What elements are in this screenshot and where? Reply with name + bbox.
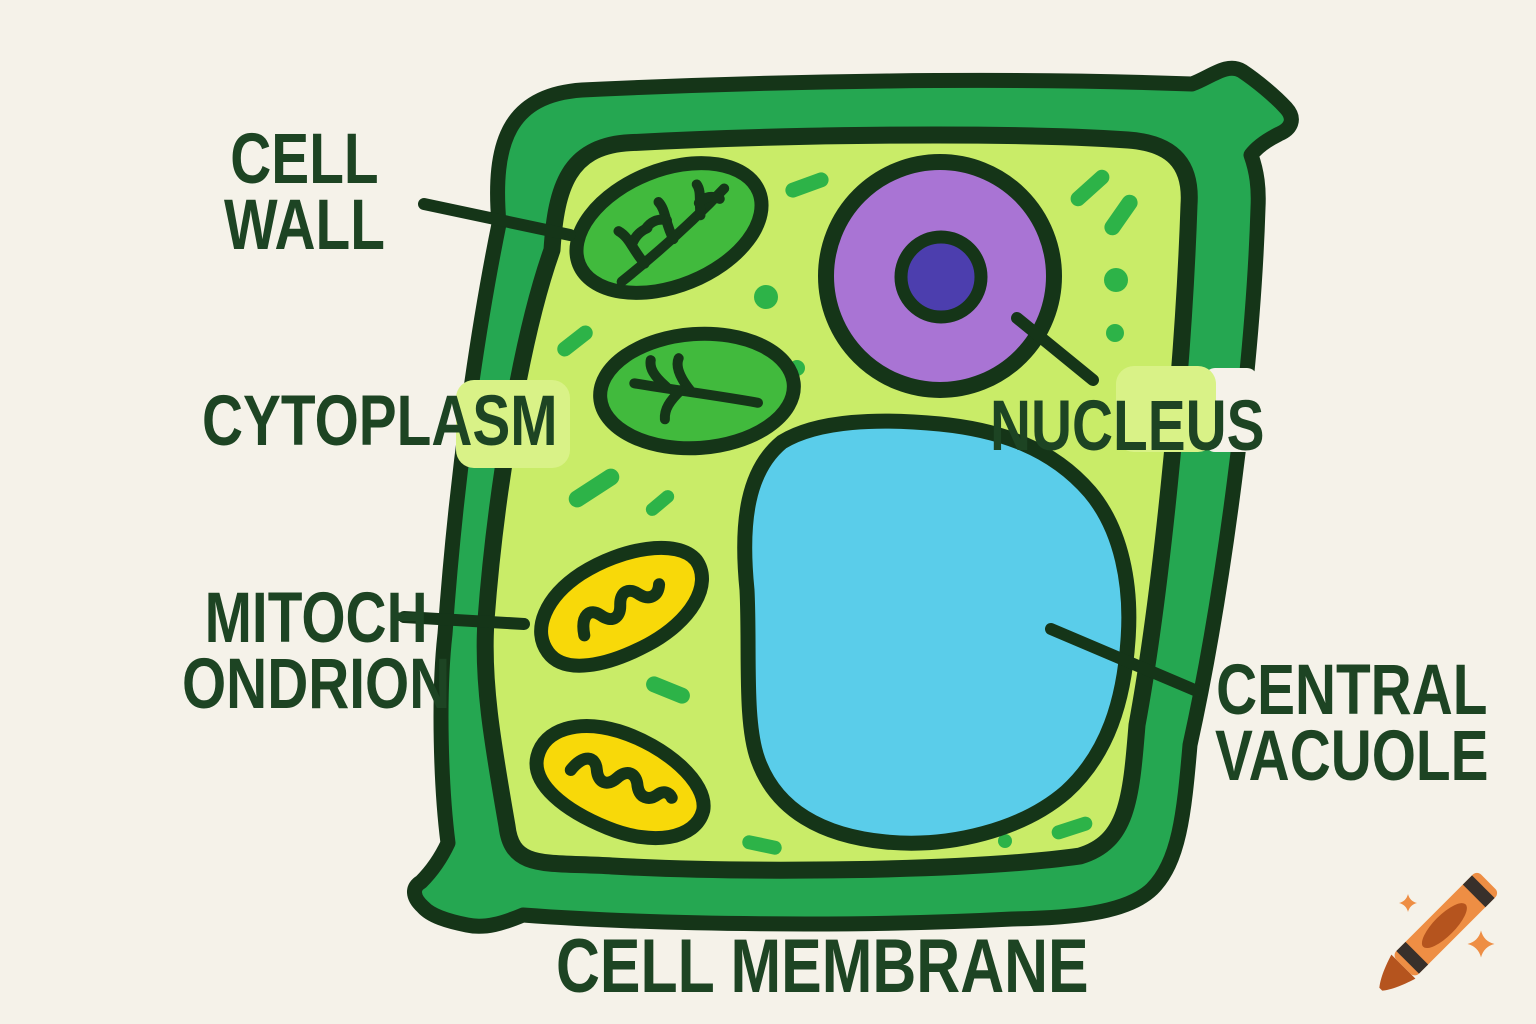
leader-line-cell-wall	[418, 198, 576, 241]
cytoplasm-granule	[742, 835, 782, 855]
central-vacuole-shape	[737, 413, 1137, 851]
nucleus-shape	[818, 154, 1062, 398]
cytoplasm-granule	[1106, 324, 1124, 342]
cytoplasm-granule	[645, 490, 675, 516]
label-central-vacuole: CENTRAL VACUOLE	[1215, 651, 1489, 796]
leader-lines	[398, 198, 1203, 697]
cytoplasm-granule	[785, 172, 829, 198]
label-cytoplasm: CYTOPLASM	[202, 382, 558, 461]
label-cell-wall-line1: CELL	[230, 120, 379, 199]
cytoplasm-granule	[754, 285, 778, 309]
label-mitochondrion: MITOCH ONDRION	[182, 579, 451, 724]
label-cell-wall: CELL WALL	[224, 120, 385, 265]
label-central-vacuole-line1: CENTRAL	[1216, 651, 1488, 730]
cytoplasm-granule	[1070, 169, 1110, 207]
leader-line-central-vacuole	[1045, 623, 1203, 697]
cytoplasm-granule	[1104, 268, 1128, 292]
cytoplasm-granule	[646, 676, 690, 704]
crayon-band-tip	[1396, 941, 1429, 974]
mitochondrion-cristae	[577, 578, 666, 642]
sparkle-icon	[1399, 894, 1417, 912]
cytoplasm-granule	[568, 468, 620, 508]
label-cell-membrane: CELL MEMBRANE	[556, 924, 1089, 1009]
cytoplasm-granule	[1051, 816, 1093, 840]
sparkle-icon	[1467, 930, 1495, 958]
label-cell-wall-line2: WALL	[224, 186, 385, 265]
cytoplasm-granule	[998, 834, 1012, 848]
cytoplasm-granules	[557, 169, 1138, 855]
crayon-tip	[1379, 954, 1416, 991]
crayon-label-oval	[1421, 903, 1467, 949]
label-patch-left	[456, 380, 570, 468]
crayon-band-butt	[1462, 875, 1495, 908]
label-patch-right	[1116, 366, 1216, 452]
chloroplast-1	[569, 156, 769, 300]
label-patch-right-bg	[1205, 368, 1257, 452]
nucleolus-shape	[894, 230, 988, 324]
label-central-vacuole-line2: VACUOLE	[1215, 717, 1489, 796]
leader-line-nucleus	[1011, 312, 1099, 386]
crayon-logo	[1379, 872, 1498, 991]
cytoplasm-granule	[557, 325, 593, 357]
leader-line-mitochondrion	[398, 611, 530, 630]
chloroplast-veins	[629, 353, 763, 425]
chloroplast-veins	[613, 179, 730, 287]
mitochondrion-1	[534, 540, 709, 673]
cytoplasm-granule	[1104, 194, 1138, 236]
chloroplast-2	[593, 326, 801, 456]
label-mitochondrion-line2: ONDRION	[182, 645, 451, 724]
mitochondrion-cristae	[564, 752, 678, 804]
mitochondrion-2	[529, 719, 711, 845]
label-mitochondrion-line1: MITOCH	[204, 579, 428, 658]
label-nucleus: NUCLEUS	[990, 387, 1265, 466]
